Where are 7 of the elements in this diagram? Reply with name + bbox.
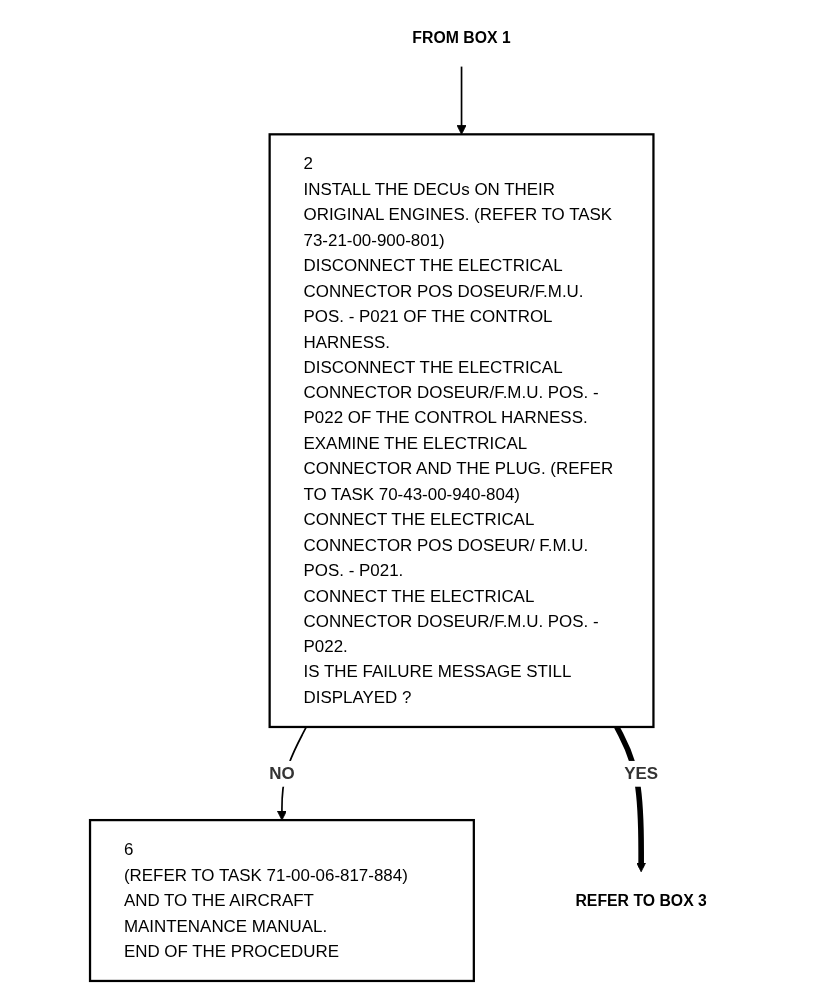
node-text: FROM BOX 1 (411, 28, 511, 47)
node-box: 6 (REFER TO TASK 71-00-06-817-884) AND TO THE AIRCRAFT MAINTENANCE MANUAL. END OF THE PROCEDURE (88, 818, 475, 983)
edge-label: NO (268, 763, 295, 783)
node-text: REFER TO BOX 3 (575, 890, 707, 909)
node-box: 2 INSTALL THE DECUs ON THEIR ORIGINAL ENGINES. (REFER TO TASK 73-21-00-900-801) DISCONNECT THE ELECTRICAL CONNECTOR POS DOSEUR/F.M.U. POS. - P021 OF THE CONTROL HARNESS. DISCONNECT THE ELECTRICAL CONNECTOR DOSEUR/F.M.U. POS. - P022 OF THE CONTROL HARNESS. EXAMINE THE ELECTRICAL CONNECTOR AND THE PLUG. (REFER TO TASK 70-43-00-940-804) CONNECT THE ELECTRICAL CONNECTOR POS DOSEUR/ F.M.U. POS. - P021. CONNECT THE ELECTRICAL CONNECTOR DOSEUR/F.M.U. POS. - P022. IS THE FAILURE MESSAGE STILL DISPLAYED ? (268, 133, 655, 729)
edge-label: YES (623, 763, 658, 783)
arrow (456, 65, 467, 135)
